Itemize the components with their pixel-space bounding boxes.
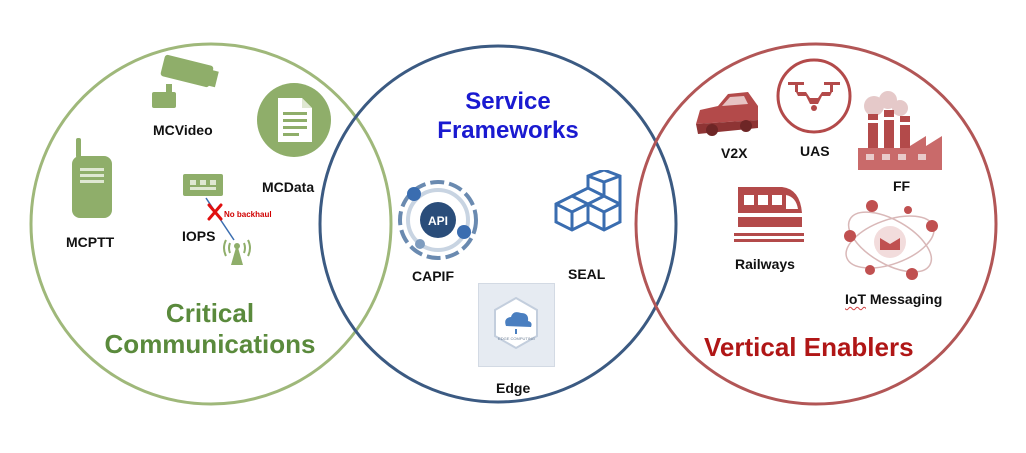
- vertical-enablers-title: Vertical Enablers: [704, 332, 914, 362]
- mcptt-label: MCPTT: [66, 234, 115, 250]
- document-icon: [257, 83, 331, 157]
- messaging-word: Messaging: [869, 291, 943, 307]
- car-icon: [696, 92, 758, 136]
- service-title-line1: Service: [465, 88, 551, 115]
- edge-computing-card: EDGE COMPUTING: [478, 283, 555, 367]
- broken-link-x-icon: [207, 203, 223, 221]
- api-gear-icon: API: [398, 180, 478, 260]
- factory-icon: [858, 91, 942, 170]
- critical-title-line2: Communications: [104, 329, 316, 359]
- uas-label: UAS: [800, 143, 830, 159]
- video-camera-icon: [152, 54, 219, 108]
- mcvideo-label: MCVideo: [153, 122, 213, 138]
- critical-communications-title: Critical Communications: [90, 298, 330, 360]
- drone-icon: [776, 58, 852, 134]
- vertical-enablers-circle: [634, 42, 998, 406]
- radio-handset-icon: [72, 138, 112, 218]
- edge-label: Edge: [496, 380, 531, 396]
- train-icon: [734, 187, 804, 242]
- iops-label: IOPS: [182, 228, 216, 244]
- base-station-icon: [183, 174, 223, 196]
- seal-label: SEAL: [568, 266, 606, 282]
- api-text: API: [428, 214, 448, 228]
- cube-network-icon: [554, 170, 622, 232]
- edge-card-text: EDGE COMPUTING: [498, 336, 535, 341]
- no-backhaul-label: No backhaul: [224, 210, 272, 219]
- service-frameworks-title: Service Frameworks: [418, 87, 598, 145]
- critical-title-line1: Critical: [165, 298, 255, 328]
- iot-messaging-label: IoT Messaging: [845, 291, 942, 307]
- service-frameworks-circle: [318, 44, 678, 404]
- ff-label: FF: [893, 178, 911, 194]
- capif-label: CAPIF: [412, 268, 454, 284]
- iot-word: IoT: [845, 291, 866, 307]
- v2x-label: V2X: [721, 145, 748, 161]
- railways-label: Railways: [735, 256, 795, 272]
- service-title-line2: Frameworks: [437, 117, 579, 144]
- antenna-tower-icon: [223, 239, 251, 265]
- edge-cloud-icon: [494, 296, 538, 350]
- iot-network-icon: [844, 200, 938, 280]
- critical-communications-circle: [29, 42, 393, 406]
- mcdata-label: MCData: [262, 179, 315, 195]
